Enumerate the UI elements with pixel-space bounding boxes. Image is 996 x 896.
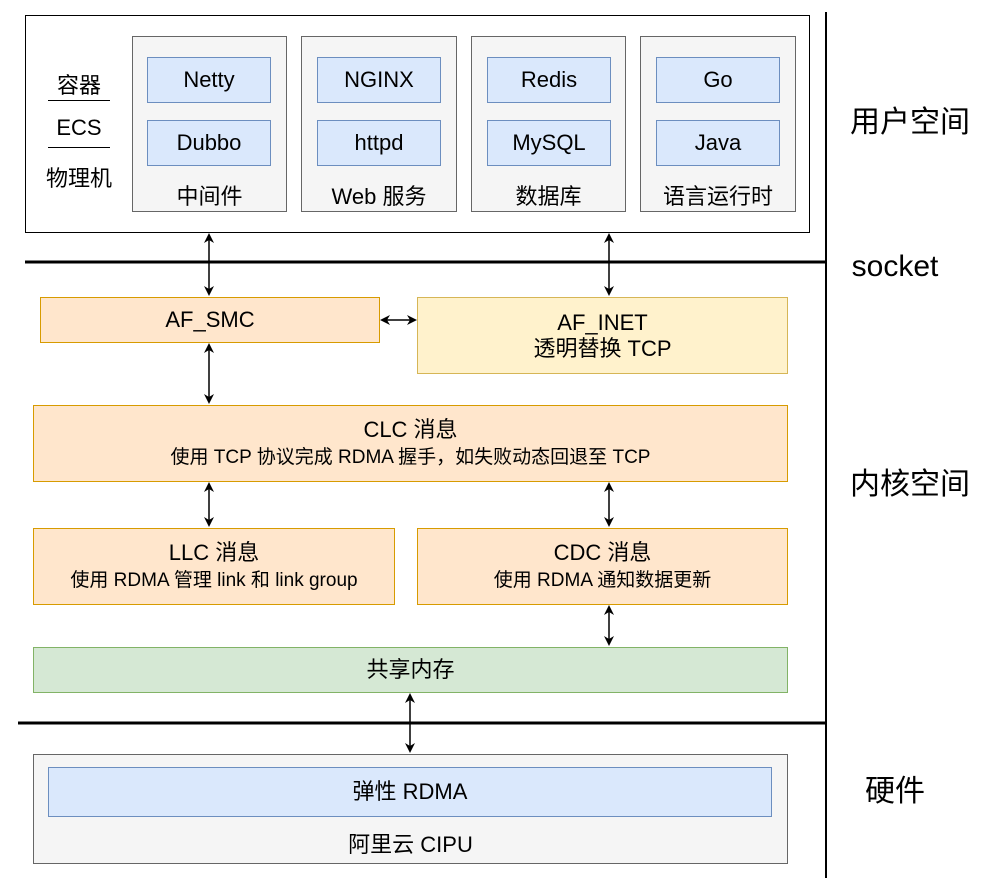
layer-label-kernel-space: 内核空间 bbox=[850, 468, 970, 501]
group-label: 中间件 bbox=[176, 184, 243, 209]
item-netty: Netty bbox=[147, 57, 271, 103]
llc-title: LLC 消息 bbox=[168, 540, 260, 565]
item-nginx: NGINX bbox=[317, 57, 441, 103]
af-inet-box: AF_INET 透明替换 TCP bbox=[417, 297, 788, 374]
llc-message-box: LLC 消息 使用 RDMA 管理 link 和 link group bbox=[33, 528, 395, 605]
env-container: 容器 bbox=[56, 73, 101, 98]
llc-desc: 使用 RDMA 管理 link 和 link group bbox=[70, 570, 358, 591]
item-mysql: MySQL bbox=[487, 120, 611, 166]
env-ecs: ECS bbox=[56, 115, 102, 140]
elastic-rdma-box: 弹性 RDMA bbox=[48, 767, 772, 817]
group-label: Web 服务 bbox=[331, 184, 427, 209]
item-dubbo: Dubbo bbox=[147, 120, 271, 166]
env-physical: 物理机 bbox=[45, 166, 112, 191]
layer-label-user-space: 用户空间 bbox=[850, 106, 970, 139]
layer-label-socket: socket bbox=[851, 250, 939, 283]
env-divider bbox=[48, 147, 110, 148]
cdc-title: CDC 消息 bbox=[553, 540, 652, 565]
item-java: Java bbox=[656, 120, 780, 166]
clc-message-box: CLC 消息 使用 TCP 协议完成 RDMA 握手，如失败动态回退至 TCP bbox=[33, 405, 788, 482]
cdc-desc: 使用 RDMA 通知数据更新 bbox=[493, 570, 712, 591]
clc-title: CLC 消息 bbox=[363, 417, 458, 442]
cdc-message-box: CDC 消息 使用 RDMA 通知数据更新 bbox=[417, 528, 788, 605]
cipu-label: 阿里云 CIPU bbox=[348, 832, 473, 857]
item-httpd: httpd bbox=[317, 120, 441, 166]
af-smc-box: AF_SMC bbox=[40, 297, 380, 343]
group-label: 语言运行时 bbox=[662, 184, 773, 209]
env-divider bbox=[48, 100, 110, 101]
af-inet-desc: 透明替换 TCP bbox=[533, 335, 672, 361]
layer-label-hardware: 硬件 bbox=[865, 775, 925, 808]
item-redis: Redis bbox=[487, 57, 611, 103]
group-label: 数据库 bbox=[515, 184, 582, 209]
item-go: Go bbox=[656, 57, 780, 103]
shared-memory-box: 共享内存 bbox=[33, 647, 788, 693]
clc-desc: 使用 TCP 协议完成 RDMA 握手，如失败动态回退至 TCP bbox=[170, 447, 651, 468]
af-inet-title: AF_INET bbox=[557, 309, 648, 335]
